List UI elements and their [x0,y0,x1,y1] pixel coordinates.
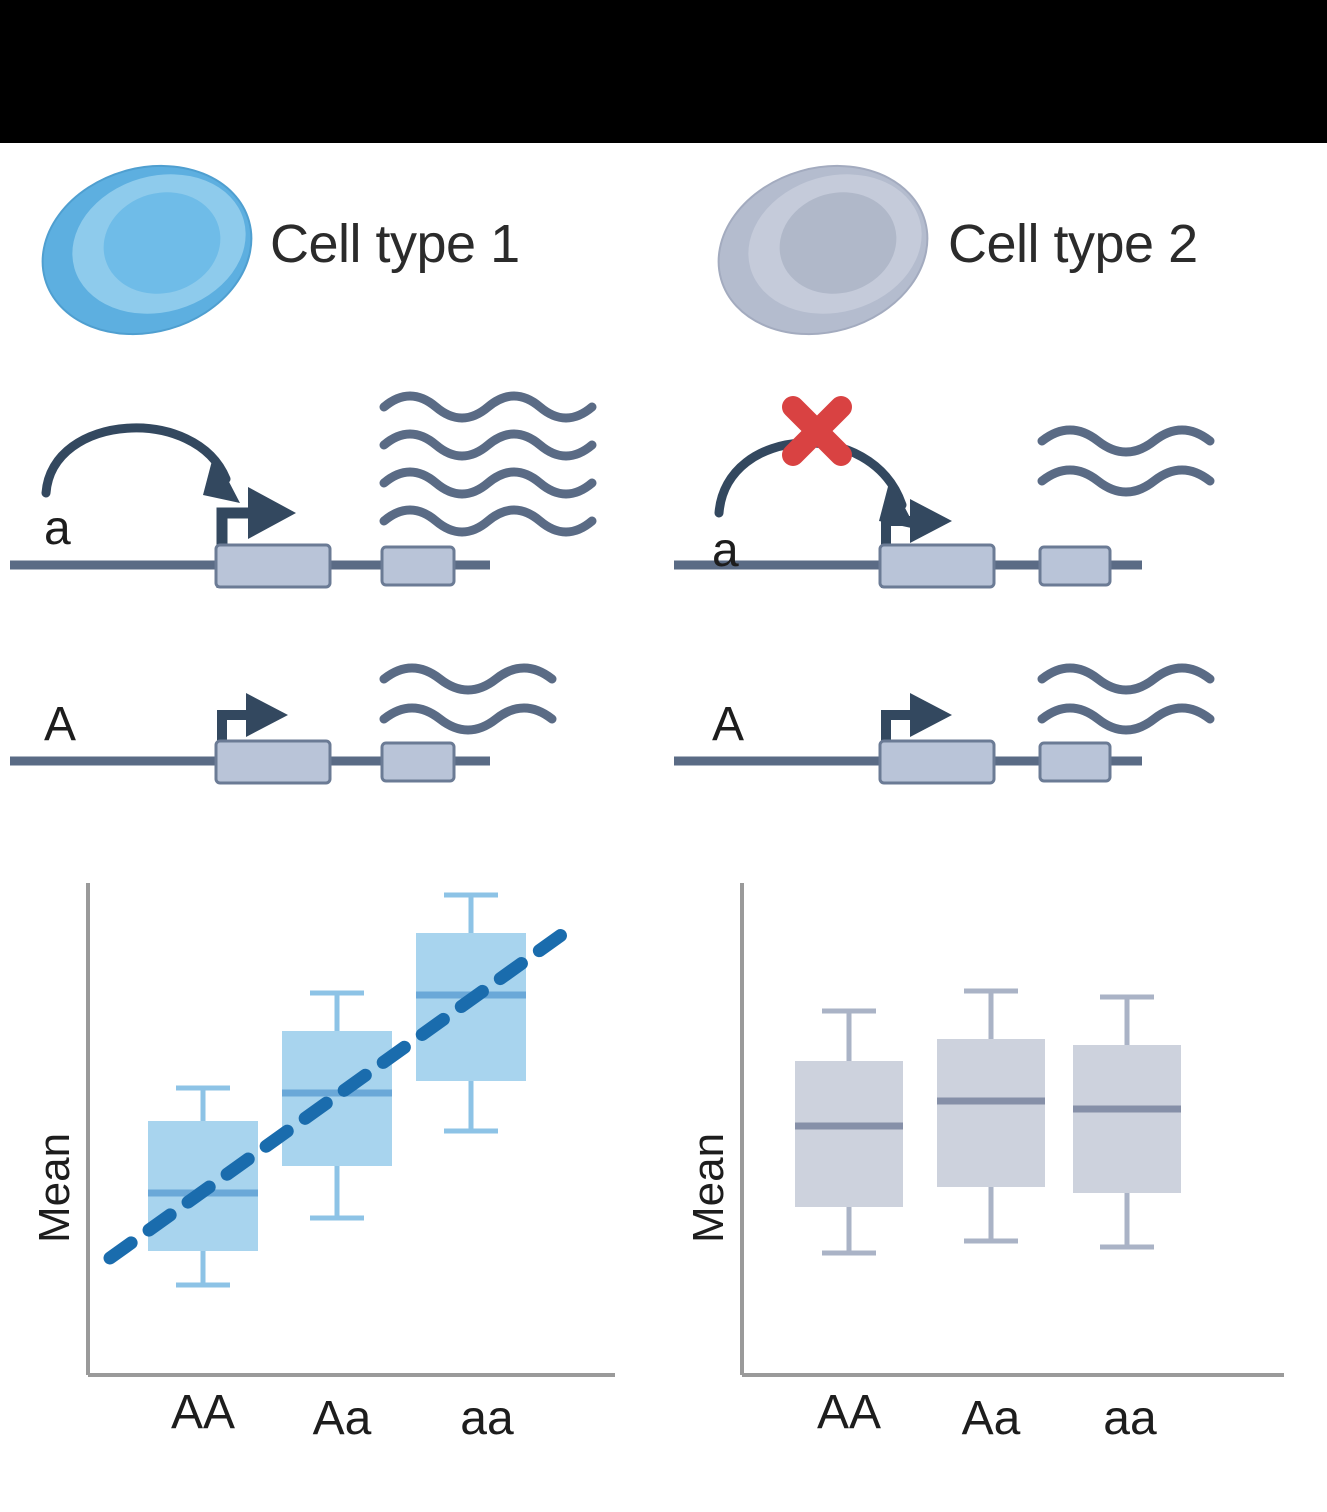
mrna-wavy-lines [1037,425,1215,497]
gene-diagram-allele-a-cell1 [10,391,597,589]
allele-label-a-cell1: a [44,502,71,555]
box-AA [795,1008,903,1256]
exon-1 [214,739,332,785]
allele-label-a-cell2: a [712,524,739,577]
mrna-wavy-lines [379,391,597,537]
gene-row-allele-a-cell2: a [664,383,1327,633]
boxplot-canvas-cell1 [86,883,615,1377]
xtick-aa-cell1: aa [460,1392,514,1445]
exon-2 [380,545,456,587]
box-aa [1073,994,1181,1250]
exon-1 [214,543,332,589]
exon-2 [1038,545,1112,587]
red-x-icon [782,396,852,466]
gene-diagram-allele-A-cell1 [10,663,557,785]
cell-type-2-title: Cell type 2 [948,214,1198,274]
allele-label-A-cell2: A [712,698,745,751]
gene-row-allele-A-cell2: A [664,663,1327,823]
y-axis-label-cell2: Mean [684,1132,733,1243]
gene-row-allele-A-cell1: A [0,663,663,823]
xtick-AA-cell2: AA [816,1386,882,1439]
cell-type-2-header: Cell type 2 [664,143,1327,353]
exon-1 [878,739,996,785]
xtick-AA-cell1: AA [170,1386,236,1439]
xtick-Aa-cell2: Aa [961,1392,1021,1445]
cell-type-1-header: Cell type 1 [0,143,663,353]
boxplot-cell-type-1: Mean [0,873,663,1512]
allele-label-A-cell1: A [44,698,77,751]
exon-2 [380,741,456,783]
cell-type-1-title: Cell type 1 [270,214,520,274]
mrna-wavy-lines [1037,663,1215,735]
exon-1 [878,543,996,589]
box-Aa [937,988,1045,1244]
gene-diagram-allele-A-cell2 [674,663,1215,785]
gene-row-allele-a-cell1: a [0,383,663,633]
boxplot-cell-type-2: Mean [664,873,1327,1512]
trendline-dashed [103,916,585,1265]
xtick-Aa-cell1: Aa [312,1392,372,1445]
mrna-wavy-lines [379,663,557,735]
box-Aa-iqr [937,1039,1045,1187]
cell-blue-icon [41,164,253,336]
cell-gray-icon [717,164,929,336]
figure-canvas: Cell type 1 [0,143,1327,1512]
panel-cell-type-1: Cell type 1 [0,143,663,1512]
y-axis-label-cell1: Mean [30,1132,79,1243]
enhancer-arc-icon [41,423,240,503]
gene-diagram-allele-a-cell2 [674,396,1215,589]
box-aa [416,892,526,1134]
panel-cell-type-2: Cell type 2 [664,143,1327,1512]
box-aa-iqr [1073,1045,1181,1193]
xtick-aa-cell2: aa [1103,1392,1157,1445]
box-AA-iqr [795,1061,903,1207]
box-Aa-iqr [282,1031,392,1166]
letterbox-bar-top [0,0,1327,143]
box-Aa [282,990,392,1221]
boxplot-canvas-cell2 [740,883,1284,1377]
exon-2 [1038,741,1112,783]
